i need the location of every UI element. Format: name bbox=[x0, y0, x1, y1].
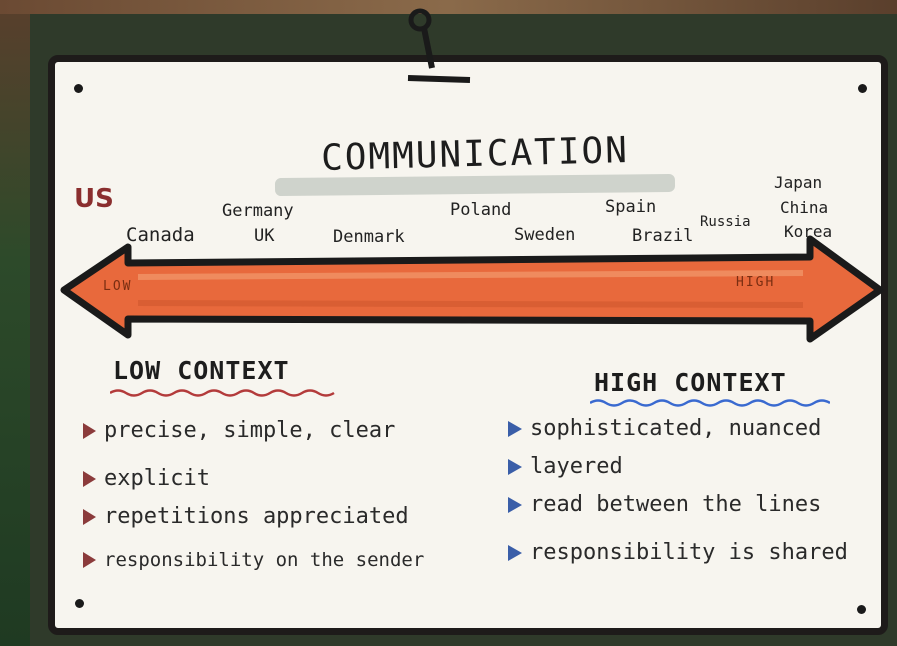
bullet-triangle-icon bbox=[83, 470, 96, 487]
high-context-heading: HIGH CONTEXT bbox=[594, 368, 787, 397]
list-item: layered bbox=[508, 454, 623, 479]
bullet-triangle-icon bbox=[83, 422, 96, 439]
country-japan: Japan bbox=[774, 173, 823, 192]
list-item: responsibility is shared bbox=[508, 540, 848, 565]
country-china: China bbox=[780, 198, 829, 217]
list-item: sophisticated, nuanced bbox=[508, 416, 821, 441]
country-germany: Germany bbox=[222, 201, 294, 221]
bullet-triangle-icon bbox=[508, 458, 522, 475]
corner-pin-icon bbox=[75, 599, 84, 608]
country-sweden: Sweden bbox=[514, 225, 576, 245]
country-uk: UK bbox=[254, 226, 275, 246]
bullet-triangle-icon bbox=[508, 544, 522, 561]
country-korea: Korea bbox=[784, 222, 833, 241]
background-photo-left bbox=[0, 0, 30, 646]
country-poland: Poland bbox=[450, 200, 512, 220]
country-russia: Russia bbox=[700, 214, 751, 230]
list-item: read between the lines bbox=[508, 492, 821, 517]
country-denmark: Denmark bbox=[333, 227, 405, 247]
bullet-triangle-icon bbox=[508, 496, 522, 513]
scale-low-label: LOW bbox=[103, 279, 133, 294]
country-us: US bbox=[74, 184, 114, 214]
title-block: COMMUNICATION bbox=[265, 128, 685, 198]
corner-pin-icon bbox=[857, 605, 866, 614]
bullet-triangle-icon bbox=[508, 420, 522, 437]
high-context-underline bbox=[590, 399, 830, 407]
hanging-hook-icon bbox=[407, 8, 471, 83]
corner-pin-icon bbox=[858, 84, 867, 93]
low-context-heading: LOW CONTEXT bbox=[113, 356, 290, 385]
low-context-underline bbox=[110, 389, 335, 397]
scale-high-label: HIGH bbox=[736, 275, 776, 290]
list-item: precise, simple, clear bbox=[83, 418, 395, 443]
list-item: explicit bbox=[83, 466, 210, 491]
country-brazil: Brazil bbox=[632, 226, 694, 246]
page-title: COMMUNICATION bbox=[320, 129, 630, 180]
background-photo-top bbox=[0, 0, 897, 14]
context-scale-arrow bbox=[60, 235, 884, 343]
whiteboard-card bbox=[48, 55, 888, 635]
list-item: responsibility on the sender bbox=[83, 549, 424, 571]
bullet-triangle-icon bbox=[83, 508, 96, 525]
bullet-triangle-icon bbox=[83, 552, 96, 568]
corner-pin-icon bbox=[74, 84, 83, 93]
list-item: repetitions appreciated bbox=[83, 504, 409, 529]
country-canada: Canada bbox=[126, 224, 195, 246]
country-spain: Spain bbox=[605, 197, 657, 217]
